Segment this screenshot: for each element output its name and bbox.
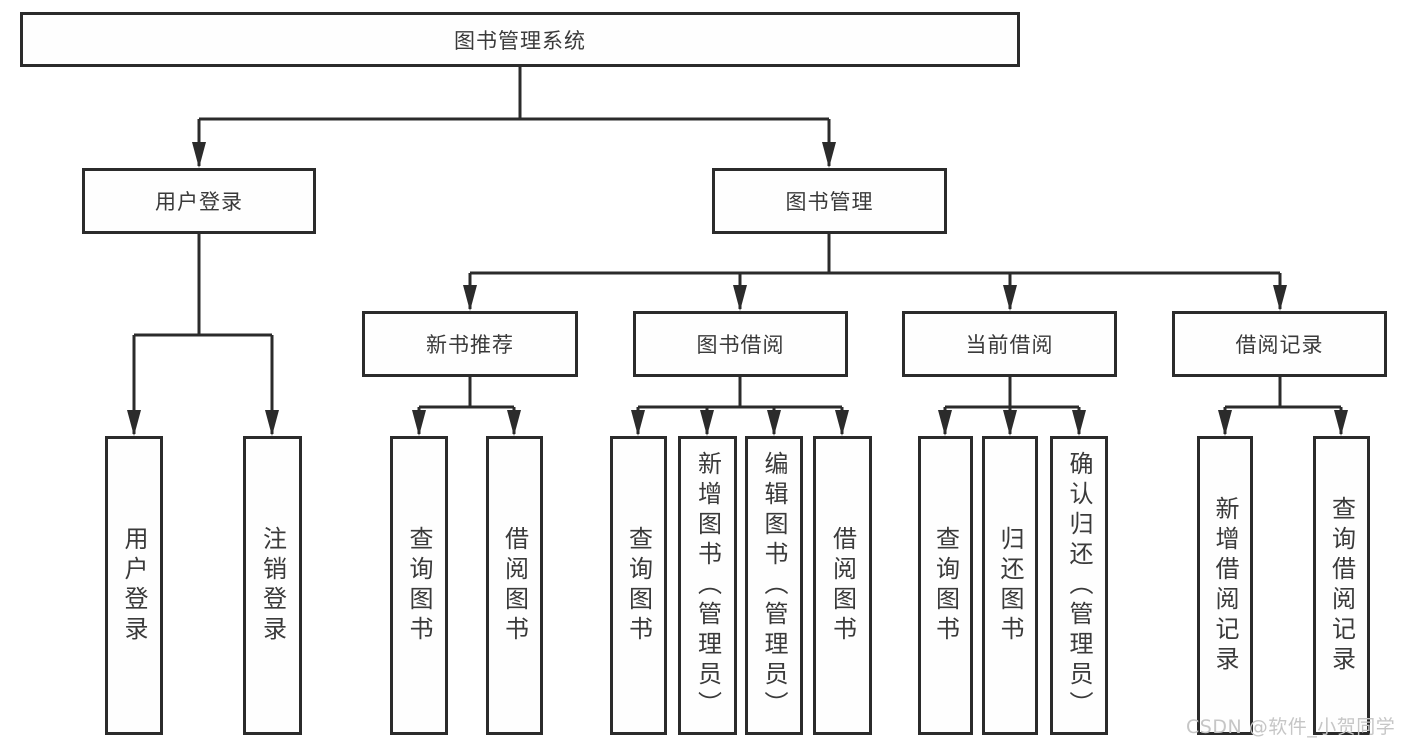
leaf-logout: 注销登录 xyxy=(243,436,302,735)
node-book-management: 图书管理 xyxy=(712,168,947,234)
node-borrowing-records: 借阅记录 xyxy=(1172,311,1387,377)
node-current-borrowing: 当前借阅 xyxy=(902,311,1117,377)
node-library-system: 图书管理系统 xyxy=(20,12,1020,67)
leaf-add-borrow-record: 新增借阅记录 xyxy=(1197,436,1253,735)
connector-book-borrow-branch xyxy=(636,375,844,434)
connector-book-mgmt-branch xyxy=(468,232,1282,309)
leaf-user-login: 用户登录 xyxy=(105,436,163,735)
leaf-query-books: 查询图书 xyxy=(390,436,448,735)
connector-user-login-branch xyxy=(132,232,274,434)
connector-borrow-records-branch xyxy=(1223,375,1343,434)
leaf-confirm-return-admin: 确认归还（管理员） xyxy=(1050,436,1108,735)
leaf-query-books: 查询图书 xyxy=(918,436,973,735)
csdn-watermark: CSDN @软件_小贺同学 xyxy=(1186,716,1396,738)
connector-new-book-rec-branch xyxy=(417,375,516,434)
leaf-query-borrow-record: 查询借阅记录 xyxy=(1313,436,1370,735)
leaf-edit-books-admin: 编辑图书（管理员） xyxy=(745,436,803,735)
leaf-borrow-books: 借阅图书 xyxy=(813,436,872,735)
leaf-query-books: 查询图书 xyxy=(610,436,667,735)
connector-root-to-level2 xyxy=(197,65,831,166)
node-book-borrowing: 图书借阅 xyxy=(633,311,848,377)
node-new-book-recommend: 新书推荐 xyxy=(362,311,578,377)
node-user-login: 用户登录 xyxy=(82,168,316,234)
leaf-return-books: 归还图书 xyxy=(982,436,1038,735)
leaf-add-books-admin: 新增图书（管理员） xyxy=(678,436,737,735)
leaf-borrow-books: 借阅图书 xyxy=(486,436,543,735)
